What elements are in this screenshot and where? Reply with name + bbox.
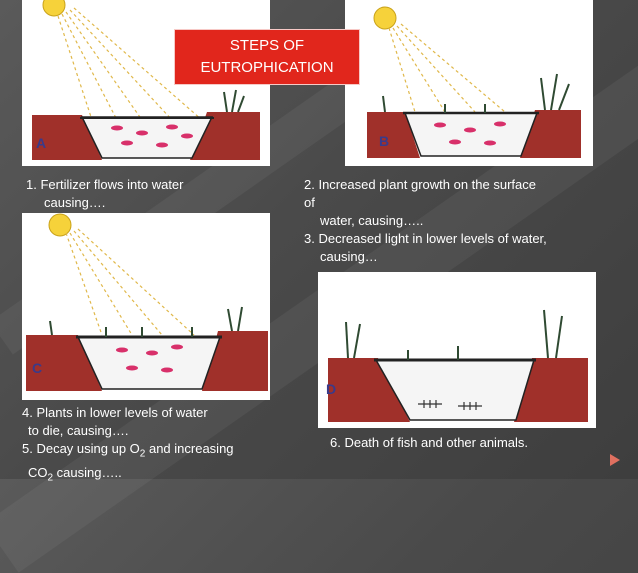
panel-c-letter: C [32, 360, 42, 376]
title-line-2: EUTROPHICATION [175, 57, 359, 79]
sunlight-rays [389, 24, 505, 112]
caption-step-6: 6. Death of fish and other animals. [330, 434, 528, 452]
caption-step-5-co: CO [28, 465, 48, 480]
caption-step-1-line-2: causing…. [26, 194, 184, 212]
sunlight-rays [66, 229, 194, 335]
caption-step-5-co-post: causing….. [53, 465, 122, 480]
sun-icon [374, 7, 396, 29]
water [82, 117, 212, 158]
caption-step-4-line-1: 4. Plants in lower levels of water [22, 404, 234, 422]
caption-step-6-line-1: 6. Death of fish and other animals. [330, 434, 528, 452]
plants [50, 307, 242, 337]
caption-step-1-line-1: 1. Fertilizer flows into water [26, 176, 184, 194]
caption-step-2-line-1: 2. Increased plant growth on the surface [304, 176, 547, 194]
caption-step-2-line-2: of [304, 194, 547, 212]
water [405, 113, 537, 156]
caption-step-5-pre: 5. Decay using up O [22, 441, 140, 456]
panel-d-illustration: D [318, 272, 596, 428]
title-box: STEPS OF EUTROPHICATION [174, 29, 360, 85]
caption-step-5-post: and increasing [145, 441, 233, 456]
panel-b-illustration: B [345, 0, 593, 166]
caption-step-5-line-1: 5. Decay using up O2 and increasing [22, 440, 234, 464]
plants [383, 74, 569, 113]
panel-b: B [345, 0, 593, 166]
next-arrow-icon [610, 454, 620, 466]
plants [346, 310, 562, 360]
caption-step-3-line-2: causing… [304, 248, 547, 266]
panel-c-illustration: C [22, 213, 270, 400]
caption-step-4-line-2: to die, causing…. [22, 422, 234, 440]
caption-step-5-line-2: CO2 causing….. [22, 464, 234, 488]
panel-c: C [22, 213, 270, 400]
caption-step-1: 1. Fertilizer flows into water causing…. [26, 176, 184, 212]
sun-icon [43, 0, 65, 16]
plants [224, 90, 244, 112]
panel-d-letter: D [326, 381, 336, 397]
caption-steps-4-5: 4. Plants in lower levels of water to di… [22, 404, 234, 487]
water [78, 337, 220, 389]
title-line-1: STEPS OF [175, 35, 359, 57]
sun-icon [49, 214, 71, 236]
panel-a-letter: A [36, 135, 46, 151]
caption-step-2-line-3: water, causing….. [304, 212, 547, 230]
panel-b-letter: B [379, 133, 389, 149]
caption-steps-2-3: 2. Increased plant growth on the surface… [304, 176, 547, 266]
panel-d: D [318, 272, 596, 428]
caption-step-3-line-1: 3. Decreased light in lower levels of wa… [304, 230, 547, 248]
